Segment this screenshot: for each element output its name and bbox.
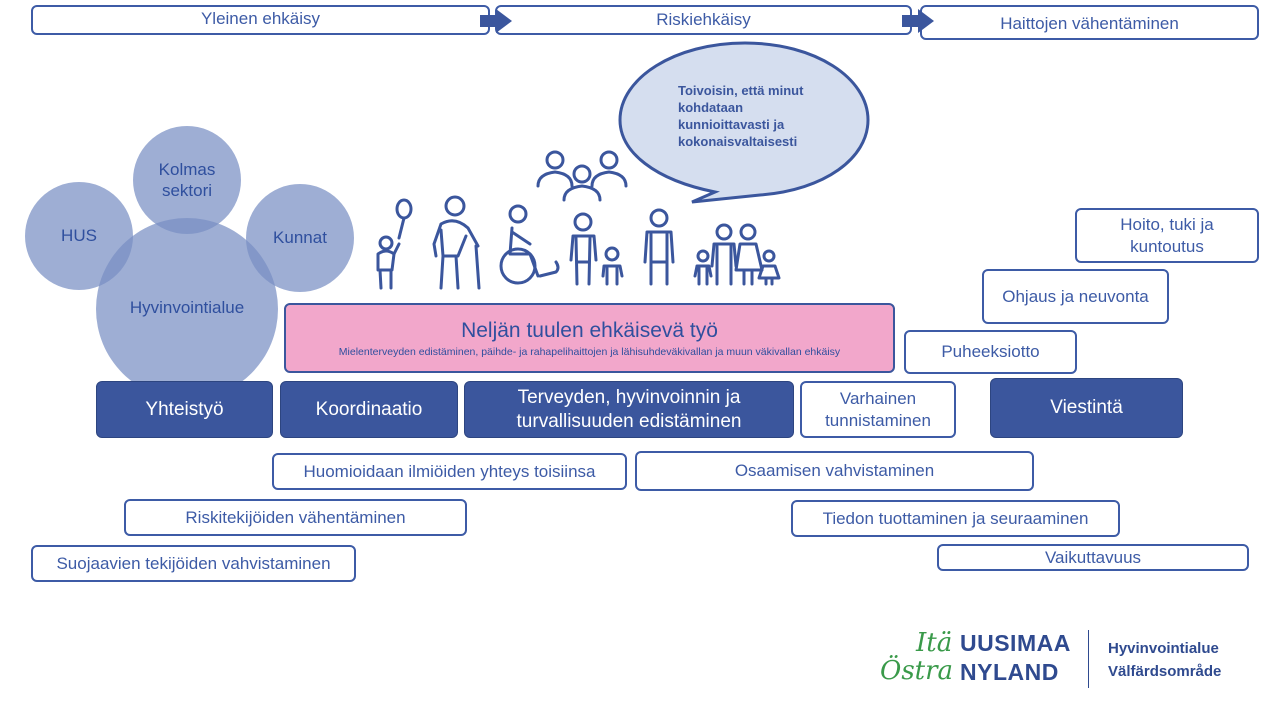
pillar-koordinaatio: Koordinaatio [280,381,458,438]
stage-yleinen-ehkaisy: Yleinen ehkäisy [31,5,490,35]
label-osaamisen: Osaamisen vahvistaminen [734,461,935,481]
label-suojaavien: Suojaavien tekijöiden vahvistaminen [56,553,331,573]
child-with-balloon-icon [376,198,413,290]
pillar-yhteistyo: Yhteistyö [96,381,273,438]
pillar-label-yhteistyo: Yhteistyö [145,398,224,420]
wheelchair-user-icon [499,204,560,285]
box-osaamisen-vahvistaminen: Osaamisen vahvistaminen [635,451,1034,491]
speech-bubble-text: Toivoisin, että minut kohdataan kunnioit… [678,83,804,149]
pillar-viestinta: Viestintä [990,378,1183,438]
circle-kolmas-sektori: Kolmas sektori [133,126,241,234]
center-title: Neljän tuulen ehkäisevä työ [461,319,718,342]
pillar-terveyden-edistaminen: Terveyden, hyvinvoinnin ja turvallisuude… [464,381,794,438]
label-tiedon: Tiedon tuottaminen ja seuraaminen [822,508,1089,528]
family-icon [693,223,781,286]
parent-with-child-icon [569,212,624,286]
speech-bubble [618,41,870,204]
box-hoito-tuki-kuntoutus: Hoito, tuki ja kuntoutus [1075,208,1259,263]
circle-hus: HUS [25,182,133,290]
box-ohjaus-neuvonta: Ohjaus ja neuvonta [982,269,1169,324]
logo-uusimaa: UUSIMAA [960,630,1071,656]
label-hoito: Hoito, tuki ja kuntoutus [1120,215,1214,256]
logo-divider [1088,630,1089,688]
adult-person-icon [643,208,675,286]
pillar-label-terveyden: Terveyden, hyvinvoinnin ja turvallisuude… [516,386,742,432]
center-subtitle: Mielenterveyden edistäminen, päihde- ja … [338,346,841,358]
logo-nyland: NYLAND [960,659,1059,685]
logo-ostra: Östra [880,656,954,686]
box-huomioidaan: Huomioidaan ilmiöiden yhteys toisiinsa [272,453,627,490]
label-vaikuttavuus: Vaikuttavuus [1044,547,1142,567]
box-puheeksiotto: Puheeksiotto [904,330,1077,374]
pillar-label-varhainen: Varhainen tunnistaminen [825,389,931,430]
label-riskitekijoiden: Riskitekijöiden vähentäminen [185,507,406,527]
center-box: Neljän tuulen ehkäisevä työ Mielentervey… [284,303,895,373]
elderly-person-icon [432,195,481,290]
stage-label: Haittojen vähentäminen [1000,14,1179,34]
stage-riskiehkaisy: Riskiehkäisy [495,5,912,35]
pillar-label-koordinaatio: Koordinaatio [315,398,423,420]
circle-label-kolmas-sektori: Kolmas sektori [158,159,216,200]
circle-label-hus: HUS [61,226,97,246]
box-vaikuttavuus: Vaikuttavuus [937,544,1249,571]
pillar-varhainen-tunnistaminen: Varhainen tunnistaminen [800,381,956,438]
stage-arrow-2 [902,9,934,33]
box-riskitekijoiden-vahentaminen: Riskitekijöiden vähentäminen [124,499,467,536]
circle-kunnat: Kunnat [246,184,354,292]
box-tiedon-tuottaminen: Tiedon tuottaminen ja seuraaminen [791,500,1120,537]
label-huomioidaan: Huomioidaan ilmiöiden yhteys toisiinsa [303,461,596,481]
logo: Itä UUSIMAA Östra NYLAND Hyvinvointialue… [880,628,1260,690]
box-suojaavien-tekijoiden: Suojaavien tekijöiden vahvistaminen [31,545,356,582]
people-icon [376,150,781,290]
group-heads-icon [536,150,628,202]
logo-ita: Itä [916,628,953,658]
logo-line1: Hyvinvointialue [1108,640,1219,657]
stage-arrow-1 [480,9,512,33]
circle-label-hyvinvointialue: Hyvinvointialue [129,298,245,318]
stage-label: Riskiehkäisy [656,10,751,30]
stage-haittojen-vahentaminen: Haittojen vähentäminen [920,5,1259,40]
stage-label: Yleinen ehkäisy [200,9,321,29]
logo-line2: Välfärdsområde [1108,663,1222,680]
label-ohjaus: Ohjaus ja neuvonta [1002,286,1149,306]
label-puheeksiotto: Puheeksiotto [941,342,1040,362]
pillar-label-viestinta: Viestintä [1050,397,1123,419]
circle-label-kunnat: Kunnat [273,228,327,248]
